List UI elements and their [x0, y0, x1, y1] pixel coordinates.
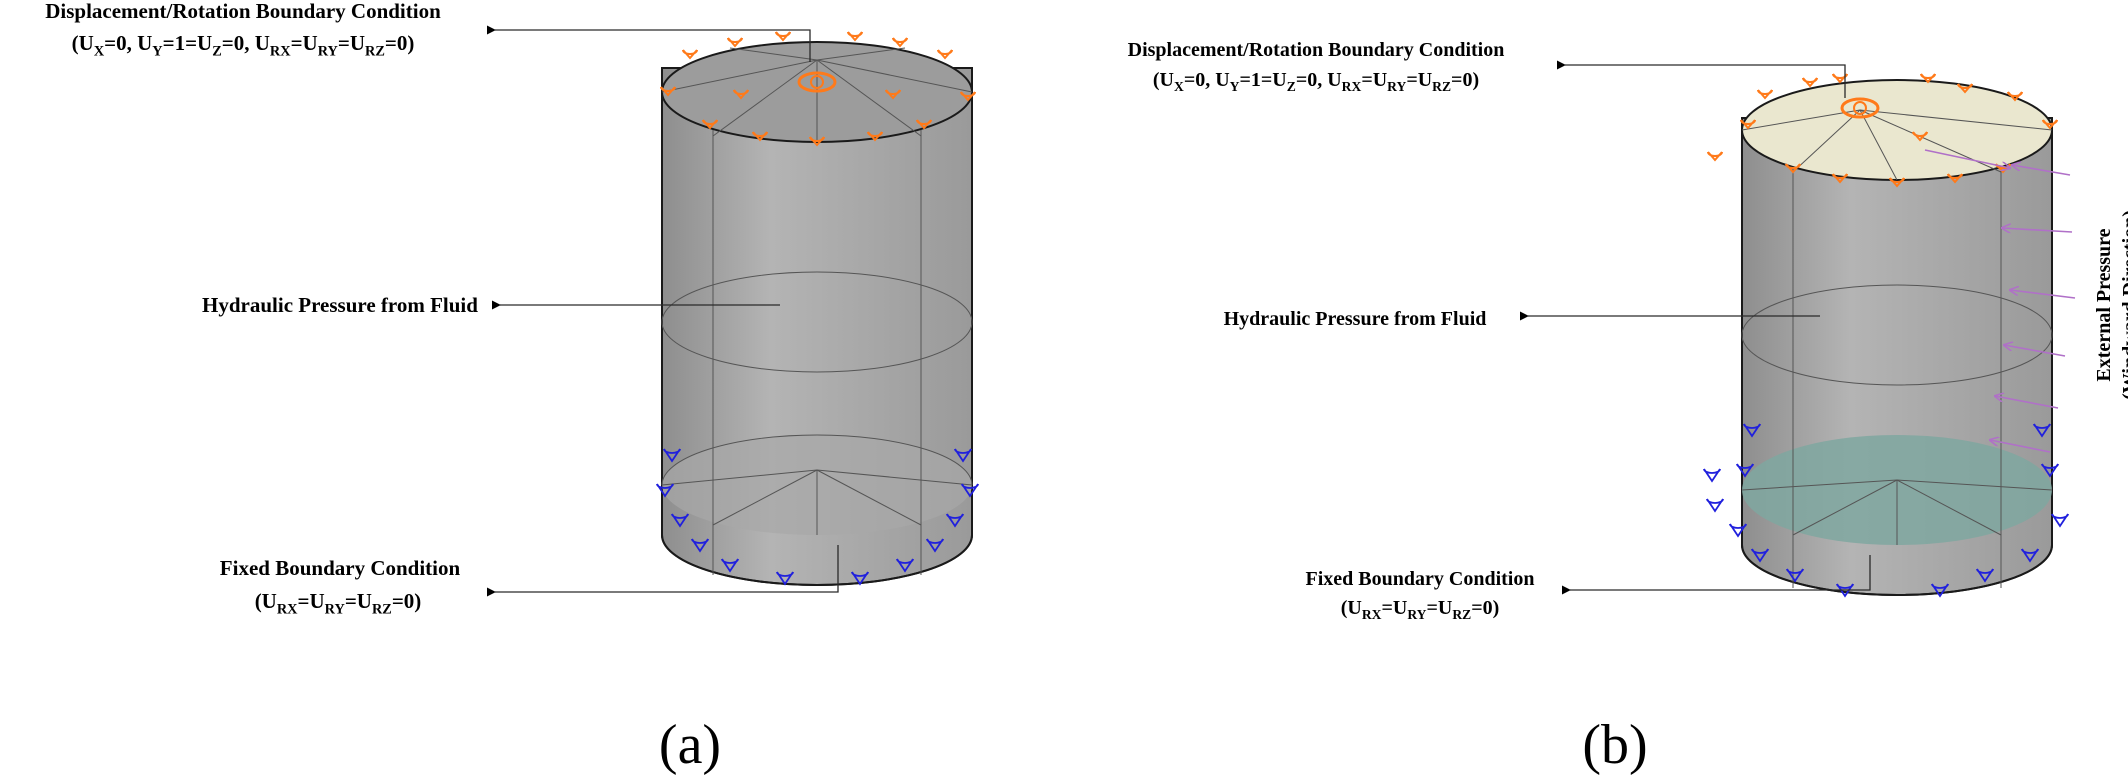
side-label-b-line1: External Pressure: [2093, 228, 2115, 381]
tank-b-mid-ring: [1741, 284, 2053, 386]
external-pressure-arrows-b: [1924, 149, 2076, 453]
fixed-markers-a: [656, 448, 979, 586]
displacement-markers-a: [660, 31, 976, 147]
panel-a: Displacement/Rotation Boundary Condition…: [45, 0, 979, 776]
caption-b: (b): [1582, 714, 1647, 776]
leader-top-a: [486, 25, 811, 62]
leader-bottom-a: [486, 545, 839, 597]
leader-top-b: [1556, 60, 1846, 98]
tank-a-mid-ring: [661, 271, 973, 373]
side-label-b-line2: (Windward Direction): [2119, 210, 2128, 400]
displacement-markers-b: [1707, 73, 2058, 188]
middle-label-b: Hydraulic Pressure from Fluid: [1224, 308, 1487, 330]
panel-b: Displacement/Rotation Boundary Condition…: [1128, 39, 2128, 776]
top-label-a-line2: (UX=0, UY=1=UZ=0, URX=URY=URZ=0): [72, 31, 415, 59]
middle-label-a: Hydraulic Pressure from Fluid: [202, 293, 478, 317]
top-label-b-line1: Displacement/Rotation Boundary Condition: [1128, 39, 1505, 61]
caption-a: (a): [659, 714, 721, 776]
top-label-b-line2: (UX=0, UY=1=UZ=0, URX=URY=URZ=0): [1153, 69, 1479, 94]
leader-bottom-b: [1561, 555, 1871, 595]
top-label-a-line1: Displacement/Rotation Boundary Condition: [45, 0, 441, 23]
bottom-label-b-line2: (URX=URY=URZ=0): [1341, 597, 1500, 622]
bottom-label-a-line1: Fixed Boundary Condition: [220, 556, 461, 580]
tank-b-top: [1741, 79, 2053, 181]
fixed-markers-b: [1703, 423, 2069, 598]
bottom-label-b-line1: Fixed Boundary Condition: [1306, 568, 1535, 590]
bottom-label-a-line2: (URX=URY=URZ=0): [255, 589, 422, 617]
tank-b: [1741, 79, 2053, 596]
